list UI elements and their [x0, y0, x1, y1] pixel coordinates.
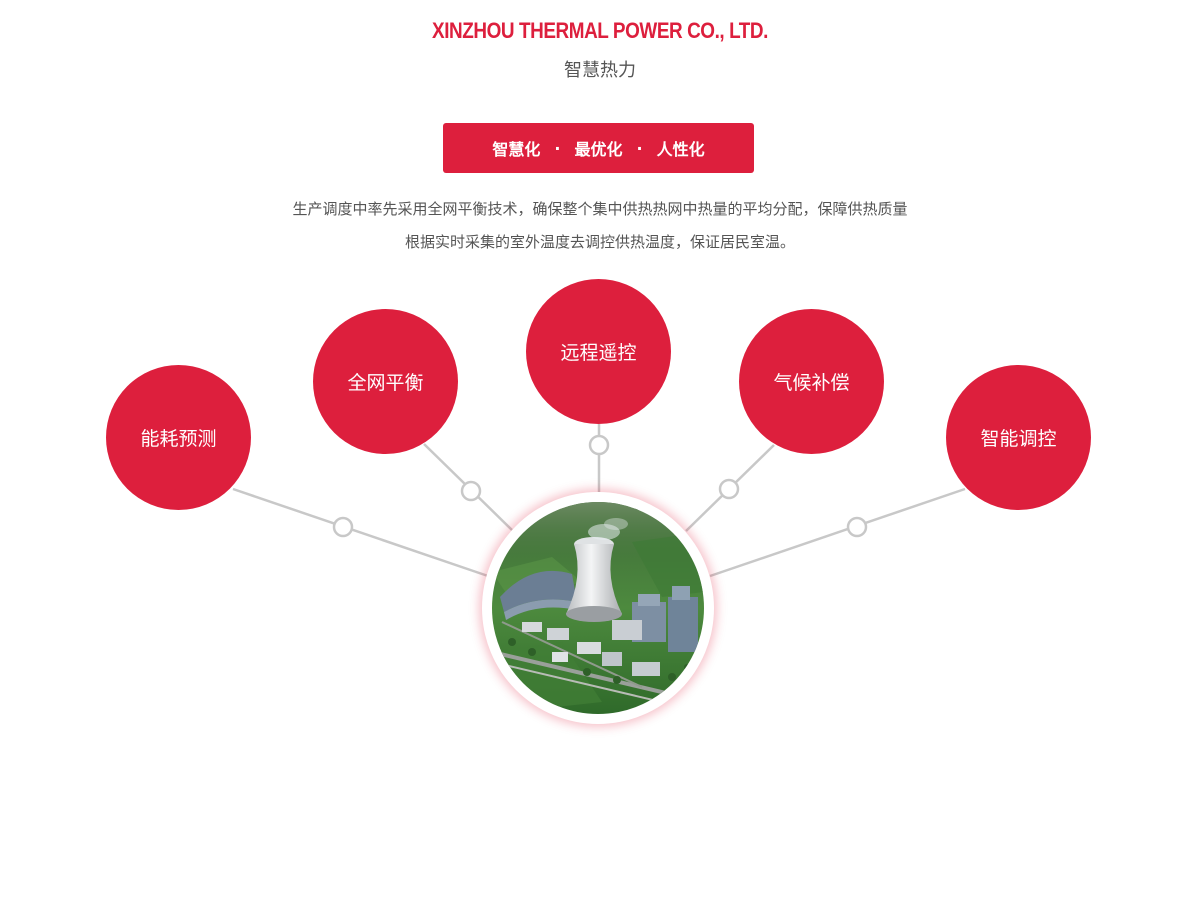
- power-plant-illustration: [492, 502, 704, 714]
- connector-dot: [460, 480, 482, 502]
- banner-item-humanized: 人性化: [656, 140, 705, 159]
- banner-separator: ·: [554, 138, 561, 158]
- connector-dot: [718, 478, 740, 500]
- feature-remote-control[interactable]: 远程遥控: [526, 279, 671, 424]
- feature-label: 能耗预测: [140, 428, 217, 450]
- power-plant-image: [492, 502, 704, 714]
- connector-dot: [588, 434, 610, 456]
- connector-dot: [332, 516, 354, 538]
- company-title: XINZHOU THERMAL POWER CO., LTD.: [432, 18, 768, 43]
- feature-climate-compensation[interactable]: 气候补偿: [739, 309, 884, 454]
- feature-label: 气候补偿: [773, 372, 850, 394]
- banner-item-intelligent: 智慧化: [492, 140, 541, 159]
- banner-separator: ·: [636, 138, 643, 158]
- connector-dot: [846, 516, 868, 538]
- feature-label: 远程遥控: [560, 342, 637, 364]
- feature-banner: 智慧化 · 最优化 · 人性化: [443, 123, 754, 173]
- connector-line-smart: [709, 487, 966, 578]
- feature-energy-forecast[interactable]: 能耗预测: [106, 365, 251, 510]
- feature-label: 智能调控: [980, 428, 1057, 450]
- feature-smart-regulation[interactable]: 智能调控: [946, 365, 1091, 510]
- page-subtitle: 智慧热力: [564, 60, 636, 81]
- connector-line-energy: [232, 487, 489, 578]
- banner-item-optimized: 最优化: [574, 140, 623, 159]
- feature-label: 全网平衡: [347, 372, 424, 394]
- description-line-2: 根据实时采集的室外温度去调控供热温度，保证居民室温。: [404, 233, 795, 251]
- description-line-1: 生产调度中率先采用全网平衡技术，确保整个集中供热热网中热量的平均分配，保障供热质…: [292, 200, 908, 218]
- feature-network-balance[interactable]: 全网平衡: [313, 309, 458, 454]
